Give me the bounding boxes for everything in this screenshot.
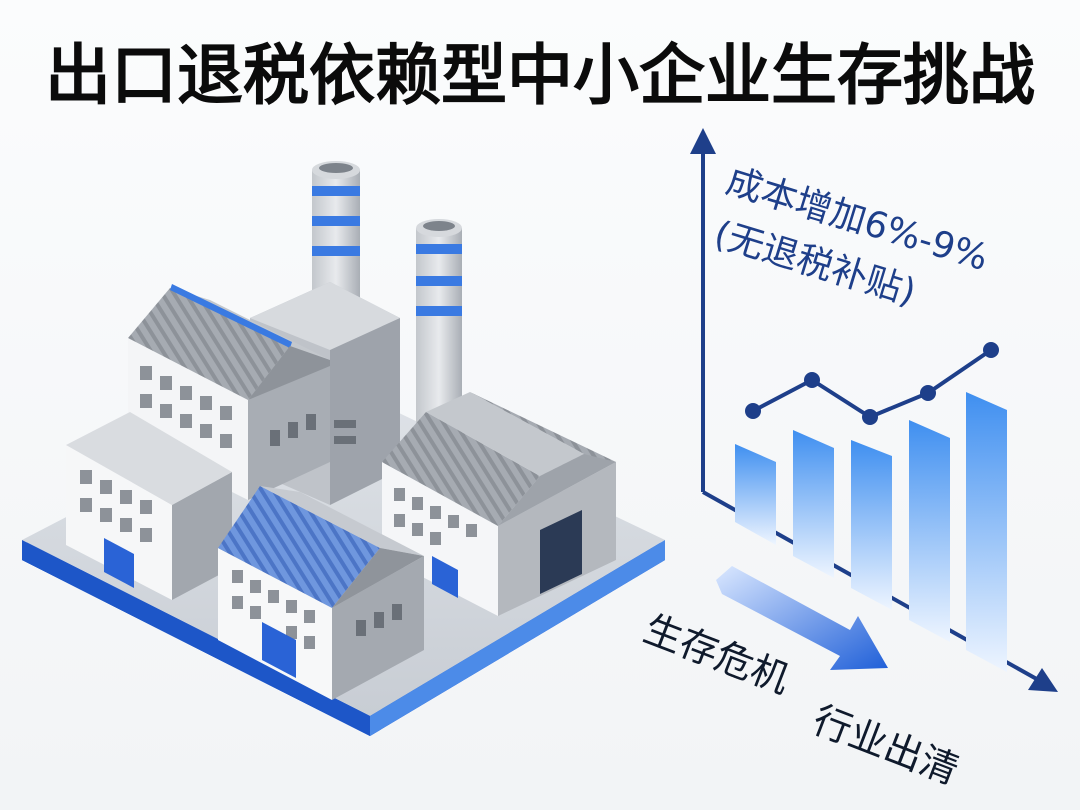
factory-building-right <box>382 392 616 616</box>
trend-point-4 <box>920 385 936 401</box>
trend-point-1 <box>745 403 761 419</box>
factory-building-left <box>66 412 232 600</box>
trend-point-2 <box>804 372 820 388</box>
bar-5 <box>966 392 1007 672</box>
chart-bars <box>735 392 1007 672</box>
factory-building-front <box>218 486 424 700</box>
bar-2 <box>793 430 834 578</box>
page-title: 出口退税依赖型中小企业生存挑战 <box>45 37 1035 114</box>
chimney-right <box>416 219 462 440</box>
trend-point-3 <box>862 409 878 425</box>
down-arrow <box>716 566 888 670</box>
trend-point-5 <box>983 342 999 358</box>
chart-trend-line <box>745 342 999 425</box>
bar-4 <box>909 420 950 642</box>
bar-1 <box>735 444 776 545</box>
bar-3 <box>851 440 892 610</box>
factory-building-back-left <box>128 284 356 500</box>
